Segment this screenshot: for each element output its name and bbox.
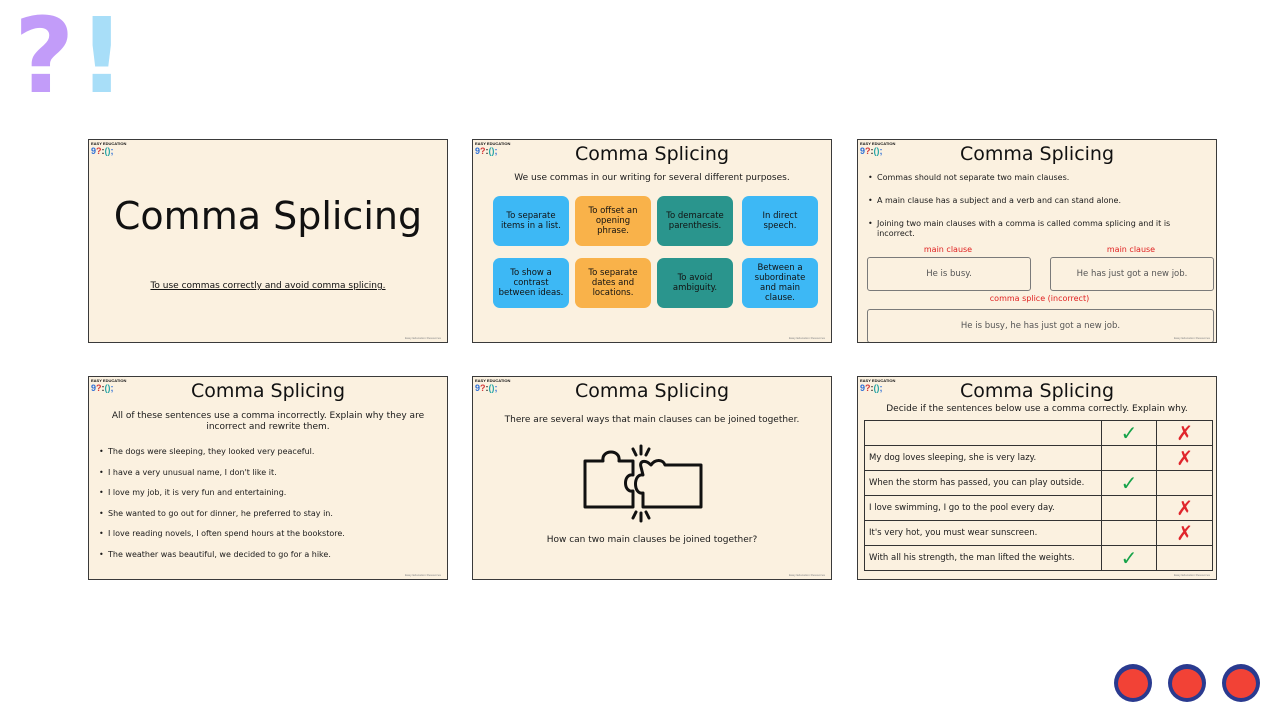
sentence-cell: When the storm has passed, you can play … — [864, 470, 1102, 496]
tick-cell: ✓ — [1100, 545, 1158, 571]
cross-cell: ✗ — [1156, 445, 1213, 471]
main-clause-label: main clause — [923, 245, 973, 254]
list-item: I have a very unusual name, I don't like… — [99, 468, 437, 478]
list-item: The weather was beautiful, we decided to… — [99, 550, 437, 560]
slide-thumbnail-4[interactable]: EASY EDUCATION 9?:(); Comma Splicing All… — [88, 376, 448, 580]
purpose-tile: To separate items in a list. — [493, 196, 569, 246]
sentence-cell: It's very hot, you must wear sunscreen. — [864, 520, 1102, 546]
table-row: When the storm has passed, you can play … — [864, 470, 1213, 496]
slide-thumbnail-2[interactable]: EASY EDUCATION 9?:(); Comma Splicing We … — [472, 139, 832, 343]
purpose-tile: To demarcate parenthesis. — [657, 196, 733, 246]
main-clause-label: main clause — [1106, 245, 1156, 254]
tick-cell — [1100, 445, 1158, 471]
slide-title: Comma Splicing — [574, 143, 730, 165]
table-row: It's very hot, you must wear sunscreen. … — [864, 520, 1213, 546]
tick-header-icon: ✓ — [1100, 420, 1158, 446]
scribble-icon — [1118, 669, 1148, 698]
list-item: The dogs were sleeping, they looked very… — [99, 447, 437, 457]
slide-intro: All of these sentences use a comma incor… — [111, 411, 425, 432]
logo: EASY EDUCATION 9?:(); — [475, 141, 511, 157]
list-item: A main clause has a subject and a verb a… — [868, 196, 1206, 206]
slide-thumbnail-6[interactable]: EASY EDUCATION 9?:(); Comma Splicing Dec… — [857, 376, 1217, 580]
cross-header-icon: ✗ — [1156, 420, 1213, 446]
footer: Easy Education Resources — [404, 336, 441, 340]
logo: EASY EDUCATION 9?:(); — [91, 378, 127, 394]
cross-icon: ✗ — [1176, 496, 1194, 520]
slide-intro: Decide if the sentences below use a comm… — [886, 404, 1188, 414]
list-item: I love reading novels, I often spend hou… — [99, 529, 437, 539]
slide-title: Comma Splicing — [190, 380, 346, 402]
cross-cell — [1156, 470, 1213, 496]
sentence-cell: My dog loves sleeping, she is very lazy. — [864, 445, 1102, 471]
sentence-cell: I love swimming, I go to the pool every … — [864, 495, 1102, 521]
purpose-tile: To separate dates and locations. — [575, 258, 651, 308]
nav-button-2[interactable] — [1168, 664, 1206, 702]
cross-cell: ✗ — [1156, 495, 1213, 521]
tick-cell: ✓ — [1100, 470, 1158, 496]
puzzle-pieces-icon — [583, 444, 703, 523]
table-row: I love swimming, I go to the pool every … — [864, 495, 1213, 521]
footer: Easy Education Resources — [788, 573, 825, 577]
cross-icon: ✗ — [1176, 521, 1194, 545]
table-header-row: ✓ ✗ — [864, 420, 1213, 446]
slide-title: Comma Splicing — [959, 143, 1115, 165]
slide-intro: We use commas in our writing for several… — [514, 173, 790, 183]
footer: Easy Education Resources — [788, 336, 825, 340]
purpose-tile: To offset an opening phrase. — [575, 196, 651, 246]
learning-objective: To use commas correctly and avoid comma … — [150, 281, 386, 291]
list-item: Commas should not separate two main clau… — [868, 173, 1206, 183]
cross-cell: ✗ — [1156, 520, 1213, 546]
tick-cell — [1100, 520, 1158, 546]
tick-cell — [1100, 495, 1158, 521]
slide-thumbnail-3[interactable]: EASY EDUCATION 9?:(); Comma Splicing Com… — [857, 139, 1217, 343]
footer: Easy Education Resources — [404, 573, 441, 577]
tick-icon: ✓ — [1120, 471, 1138, 495]
sentence-list: The dogs were sleeping, they looked very… — [99, 447, 437, 560]
footer: Easy Education Resources — [1173, 336, 1210, 340]
logo: EASY EDUCATION 9?:(); — [475, 378, 511, 394]
logo: EASY EDUCATION 9?:(); — [860, 141, 896, 157]
purpose-tile: To avoid ambiguity. — [657, 258, 733, 308]
slide-intro: There are several ways that main clauses… — [504, 415, 800, 425]
list-item: She wanted to go out for dinner, he pref… — [99, 509, 437, 519]
table-row: With all his strength, the man lifted th… — [864, 545, 1213, 571]
slide-thumbnail-1[interactable]: EASY EDUCATION 9?:(); Comma Splicing To … — [88, 139, 448, 343]
slide-title: Comma Splicing — [574, 380, 730, 402]
nav-button-1[interactable] — [1114, 664, 1152, 702]
purpose-tile: In direct speech. — [742, 196, 818, 246]
comma-splice-box: He is busy, he has just got a new job. — [867, 309, 1214, 342]
slide-title: Comma Splicing — [959, 380, 1115, 402]
comma-splice-label: comma splice (incorrect) — [989, 294, 1090, 303]
rule-list: Commas should not separate two main clau… — [868, 173, 1206, 239]
clause-box: He is busy. — [867, 257, 1031, 291]
table-row: My dog loves sleeping, she is very lazy.… — [864, 445, 1213, 471]
clause-box: He has just got a new job. — [1050, 257, 1214, 291]
cross-cell — [1156, 545, 1213, 571]
list-item: Joining two main clauses with a comma is… — [868, 219, 1206, 239]
purpose-tile: To show a contrast between ideas. — [493, 258, 569, 308]
cross-icon: ✗ — [1176, 446, 1194, 470]
logo: EASY EDUCATION 9?:(); — [860, 378, 896, 394]
slide-thumbnail-5[interactable]: EASY EDUCATION 9?:(); Comma Splicing The… — [472, 376, 832, 580]
list-item: I love my job, it is very fun and entert… — [99, 488, 437, 498]
logo: EASY EDUCATION 9?:(); — [91, 141, 127, 157]
scribble-icon — [1226, 669, 1256, 698]
tick-icon: ✓ — [1120, 546, 1138, 570]
footer: Easy Education Resources — [1173, 573, 1210, 577]
discussion-question: How can two main clauses be joined toget… — [546, 535, 758, 545]
slide-title: Comma Splicing — [113, 194, 423, 238]
question-mark-decoration: ? — [14, 0, 75, 117]
nav-button-3[interactable] — [1222, 664, 1260, 702]
scribble-icon — [1172, 669, 1202, 698]
comma-check-table: ✓ ✗ My dog loves sleeping, she is very l… — [864, 420, 1213, 571]
sentence-cell: With all his strength, the man lifted th… — [864, 545, 1102, 571]
table-cell — [864, 420, 1102, 446]
exclamation-mark-decoration: ! — [78, 0, 126, 117]
purpose-tile: Between a subordinate and main clause. — [742, 258, 818, 308]
